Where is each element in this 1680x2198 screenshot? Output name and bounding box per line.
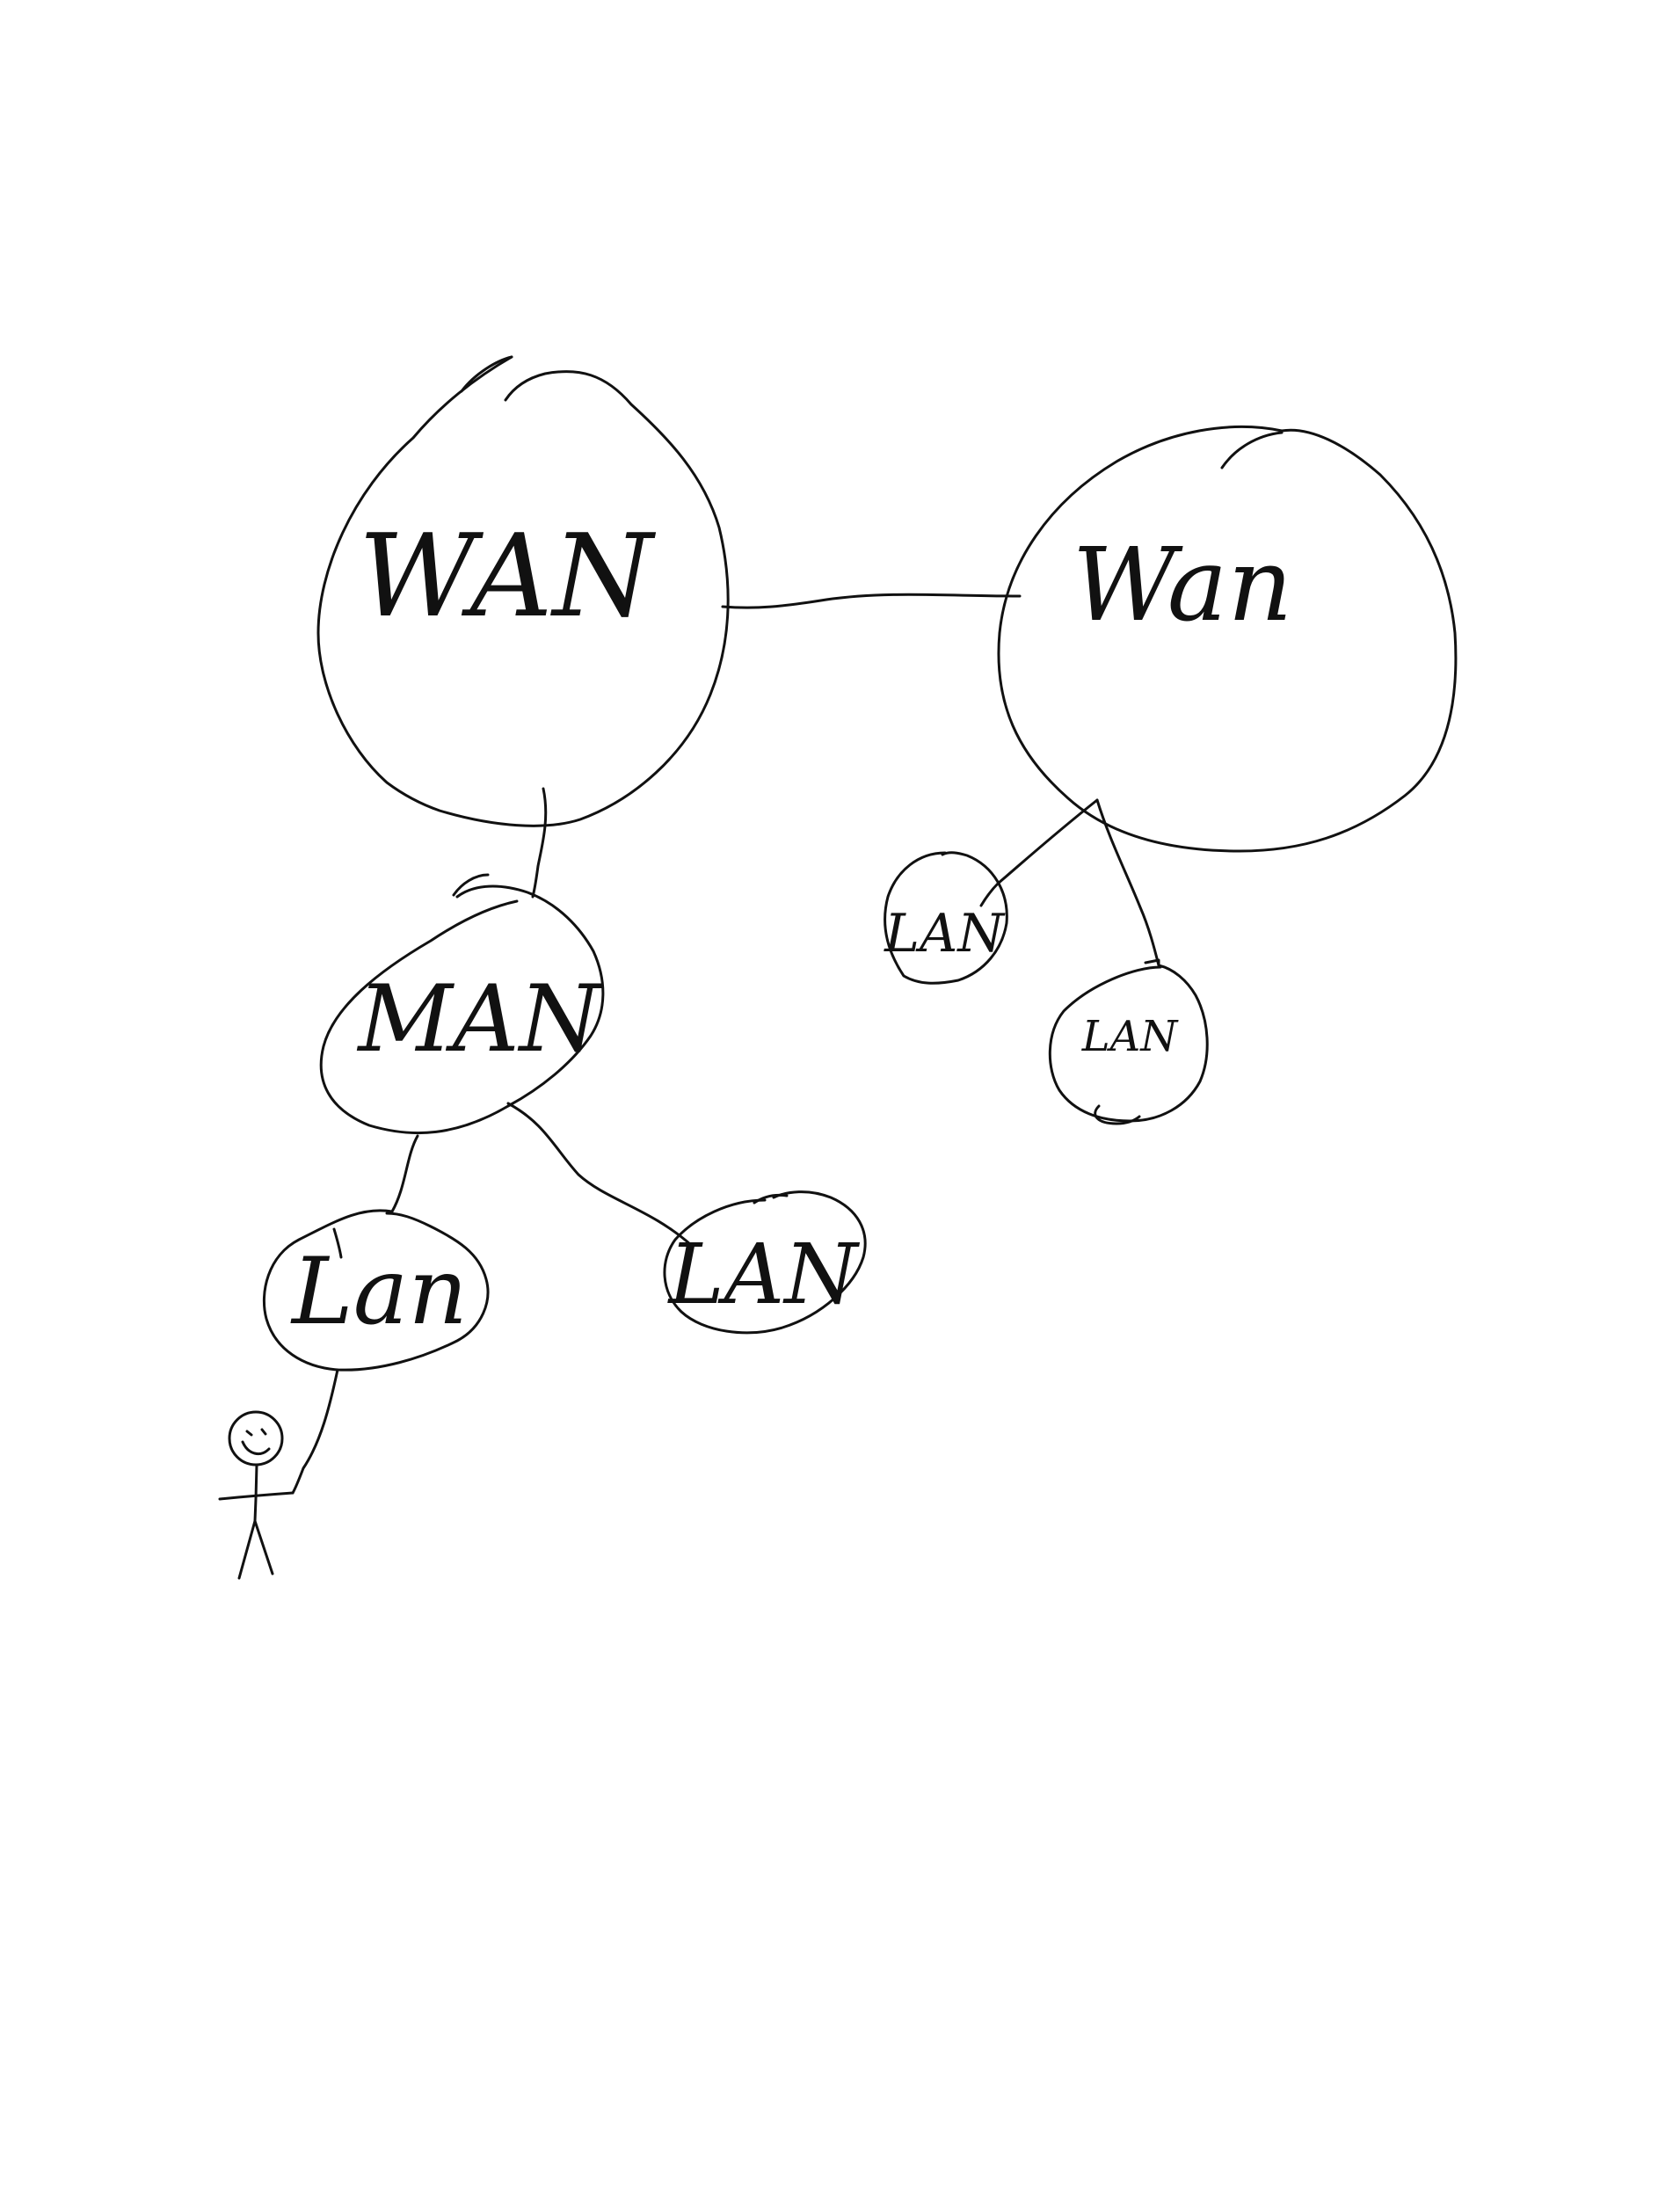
edge-wan-right-to-lan-right-bottom: [1095, 798, 1160, 967]
person-figure: [218, 1410, 295, 1580]
lan-right-bottom-node: LAN: [1048, 958, 1209, 1125]
man-node: MAN: [319, 873, 605, 1135]
edge-man-to-lan-left: [390, 1134, 419, 1213]
person-body: [253, 1463, 258, 1523]
man-label: MAN: [356, 965, 602, 1073]
edge-lan-left-to-person: [291, 1368, 339, 1495]
edge-wan-right-to-lan-right-small: [979, 798, 1099, 907]
edge-wan-left-to-man: [531, 787, 548, 899]
edge-man-to-lan-middle: [506, 1102, 693, 1247]
wan-left-node: WAN: [316, 355, 730, 827]
lan-right-small-node: LAN: [884, 851, 1008, 985]
wan-right-node: Wan: [997, 426, 1458, 853]
lan-middle-label: LAN: [667, 1226, 861, 1323]
person-legs: [237, 1519, 274, 1580]
person-head: [228, 1410, 284, 1467]
person-arms: [218, 1491, 295, 1501]
lan-right-bottom-label: LAN: [1081, 1012, 1180, 1061]
lan-middle-node: LAN: [663, 1190, 867, 1335]
edge-wan-left-to-wan-right: [721, 593, 1022, 609]
lan-left-node: Lan: [262, 1209, 490, 1372]
wan-left-label: WAN: [359, 509, 657, 643]
lan-right-small-label: LAN: [884, 903, 1006, 964]
person-face: [241, 1428, 271, 1456]
wan-right-label: Wan: [1073, 527, 1293, 644]
lan-left-label: Lan: [290, 1238, 468, 1345]
